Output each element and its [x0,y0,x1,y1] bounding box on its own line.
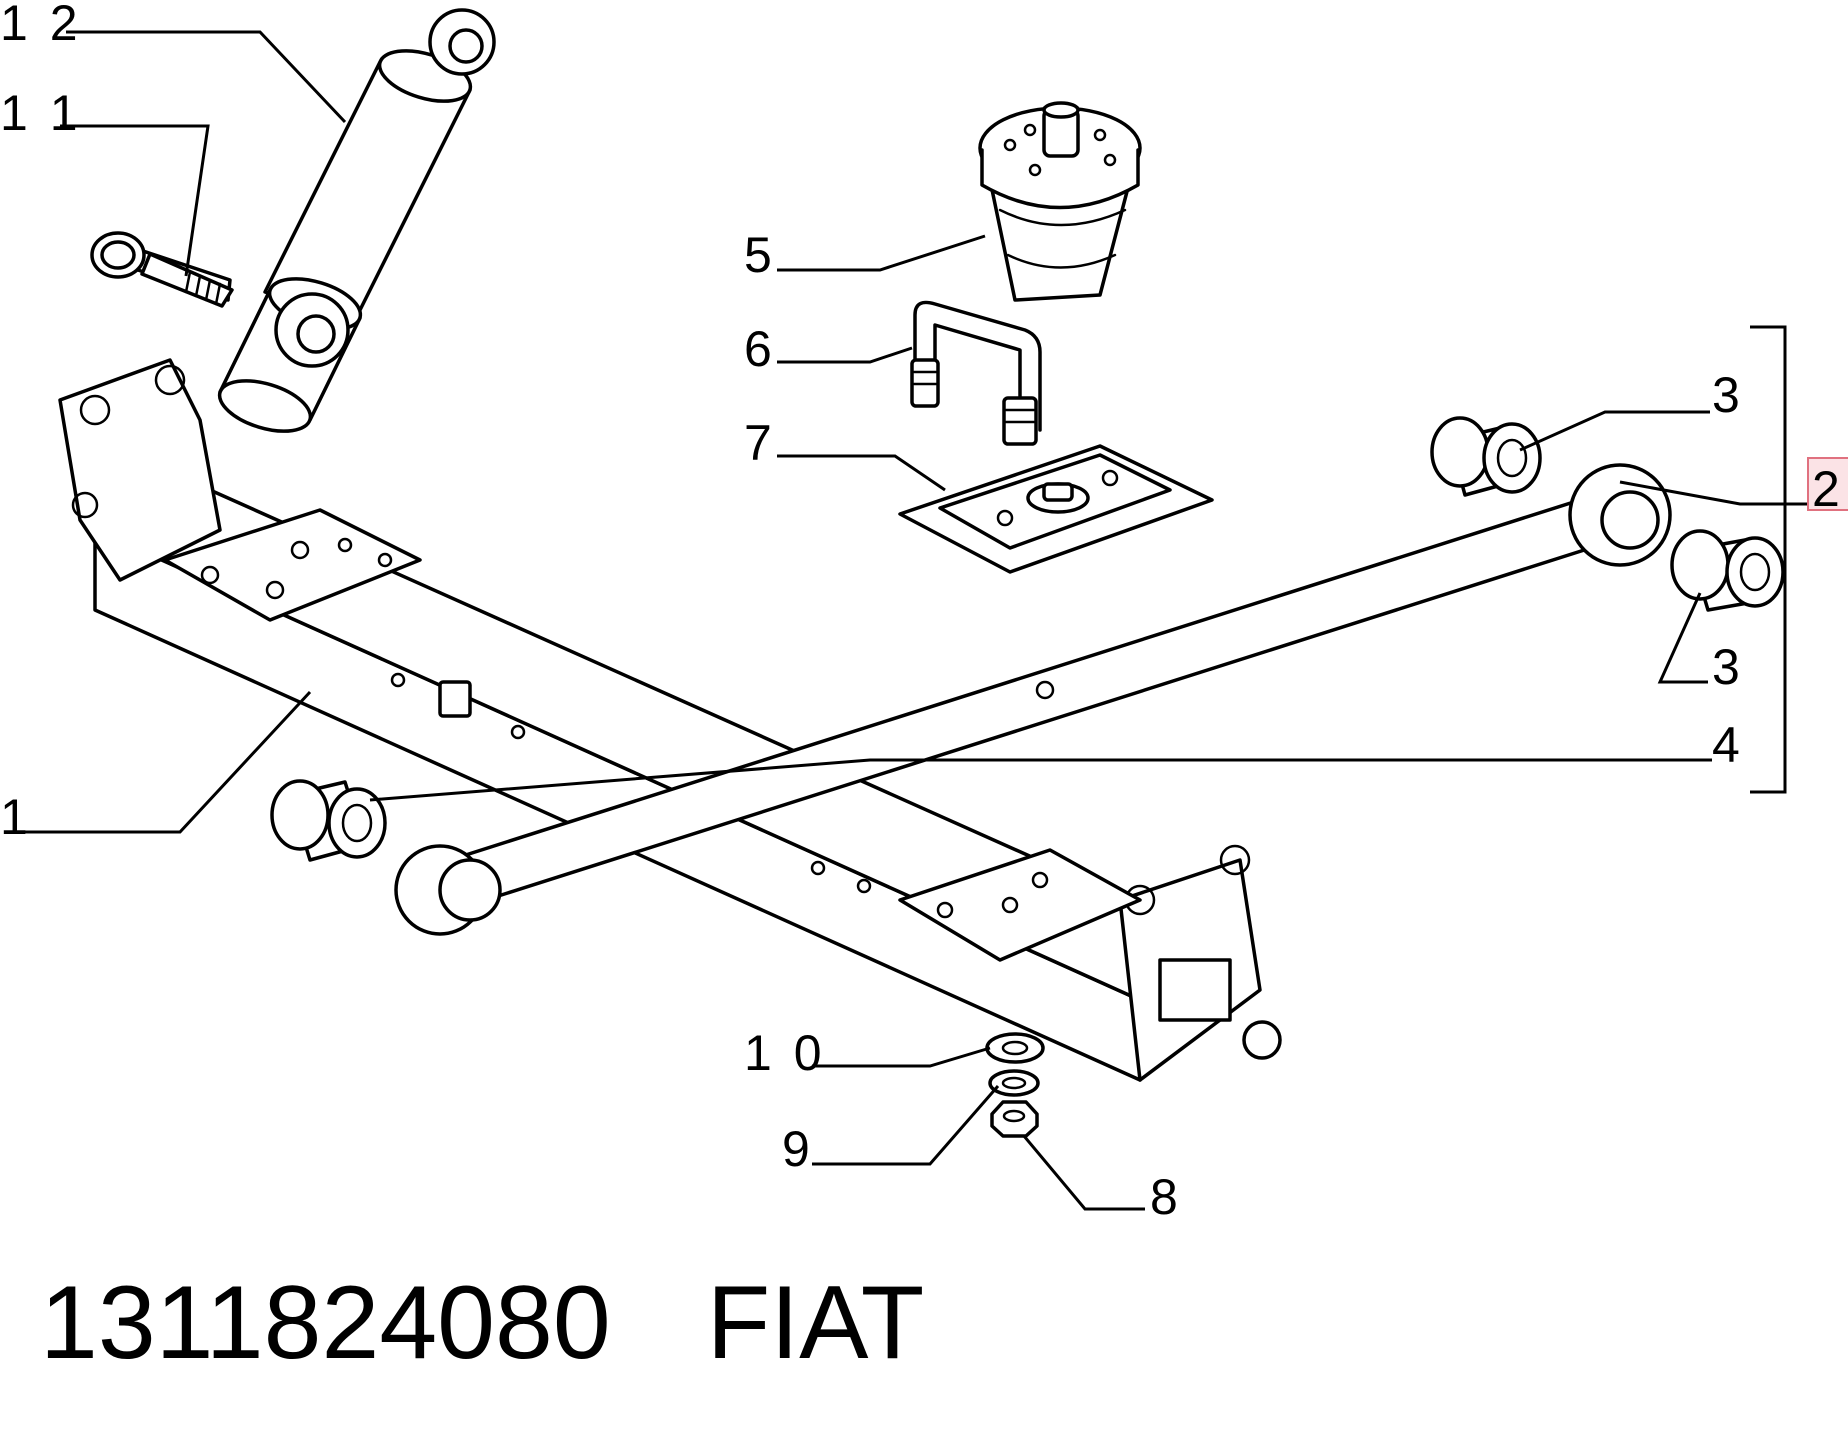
nut [990,1100,1039,1138]
callout-7: 7 [744,415,776,471]
brand-name: FIAT [706,1265,925,1381]
callout-5: 5 [744,227,776,283]
shock-absorber [217,8,496,433]
lock-washer [988,1069,1040,1097]
bushing-upper [1430,416,1542,497]
bushing-lower-right [1670,529,1785,612]
part-number: 1311824080 [40,1265,611,1381]
callout-6: 6 [744,321,776,377]
callout-3-lower: 3 [1712,639,1744,695]
leaf-spring [394,463,1672,936]
bushing-left [270,779,387,862]
leader-lines [22,30,1808,1211]
callout-2: 2 [1812,461,1844,517]
callout-8: 8 [1150,1169,1182,1225]
u-bolt [910,300,1042,446]
bolt [90,231,234,308]
callout-3-upper: 3 [1712,367,1744,423]
callout-12: 1 2 [0,0,82,51]
highlight-box-2 [1807,457,1848,511]
callout-11: 1 1 [0,85,82,141]
callout-10: 1 0 [744,1025,826,1081]
washer [985,1032,1045,1064]
callout-9: 9 [782,1121,814,1177]
bump-stop [978,101,1142,302]
part-caption: 1311824080 FIAT [40,1268,924,1378]
spring-plate [898,444,1214,574]
callout-4: 4 [1712,717,1744,773]
callout-1: 1 [0,789,32,845]
